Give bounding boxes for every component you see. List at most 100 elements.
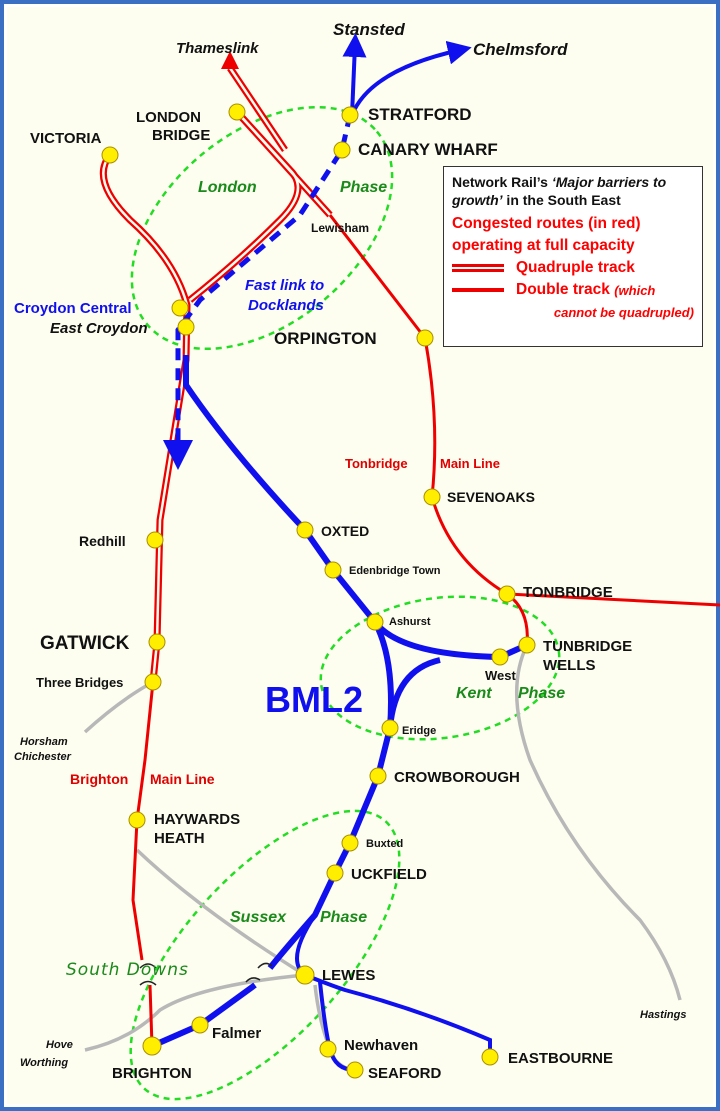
dest-stansted: Stansted <box>333 20 405 39</box>
label-eastbourne: EASTBOURNE <box>508 1050 613 1067</box>
label-crowborough: CROWBOROUGH <box>394 769 520 786</box>
label-croydon-central: Croydon Central <box>14 300 132 317</box>
station-canary-wharf[interactable] <box>333 141 351 159</box>
legend-double-note-row: cannot be quadrupled) <box>452 301 694 323</box>
label-west: West <box>485 668 516 683</box>
label-oxted: OXTED <box>321 523 369 539</box>
label-brighton-main-line-b: Main Line <box>150 771 215 787</box>
label-tonbridge-main-line-a: Tonbridge <box>345 456 408 471</box>
label-falmer: Falmer <box>212 1025 261 1042</box>
label-sevenoaks: SEVENOAKS <box>447 489 535 505</box>
legend-heading-italic: ‘Major barriers to growth’ <box>452 174 667 208</box>
label-orpington: ORPINGTON <box>274 329 377 348</box>
station-three-bridges[interactable] <box>144 673 162 691</box>
legend-quadruple-label: Quadruple track <box>516 259 635 276</box>
station-tunbridge-wells-west[interactable] <box>491 648 509 666</box>
station-falmer[interactable] <box>191 1016 209 1034</box>
label-canary-wharf: CANARY WHARF <box>358 140 498 159</box>
double-track-swatch <box>452 288 504 292</box>
kent-phase-ellipse <box>319 595 561 741</box>
label-ashurst: Ashurst <box>389 616 431 628</box>
dest-hove: Hove <box>46 1039 73 1051</box>
dest-thameslink: Thameslink <box>176 40 259 57</box>
legend-double-label: Double track <box>516 281 610 298</box>
legend-quadruple: Quadruple track <box>452 257 694 279</box>
legend-congested: Congested routes (in red) operating at f… <box>452 215 641 254</box>
station-tonbridge[interactable] <box>498 585 516 603</box>
label-victoria: VICTORIA <box>30 130 102 147</box>
label-brighton: BRIGHTON <box>112 1065 192 1082</box>
label-tonbridge-main-line-b: Main Line <box>440 456 500 471</box>
london-phase-ellipse <box>130 105 394 351</box>
label-south-downs: South Downs <box>66 960 189 980</box>
label-heath: HEATH <box>154 830 205 847</box>
legend: Network Rail’s ‘Major barriers to growth… <box>443 166 703 347</box>
station-oxted[interactable] <box>296 521 314 539</box>
station-london-bridge[interactable] <box>228 103 246 121</box>
station-ashurst[interactable] <box>366 613 384 631</box>
station-sevenoaks[interactable] <box>423 488 441 506</box>
tunnel-marks <box>139 962 273 986</box>
station-newhaven[interactable] <box>319 1040 337 1058</box>
label-sussex-phase-b: Phase <box>320 909 367 926</box>
label-edenbridge-town: Edenbridge Town <box>349 565 441 577</box>
legend-heading-prefix: Network Rail’s <box>452 174 552 190</box>
label-brighton-main-line-a: Brighton <box>70 771 128 787</box>
label-tonbridge: TONBRIDGE <box>523 584 613 601</box>
label-sussex-phase-a: Sussex <box>230 909 287 926</box>
label-bridge: BRIDGE <box>152 127 210 144</box>
station-victoria[interactable] <box>101 146 119 164</box>
station-east-croydon[interactable] <box>177 318 195 336</box>
station-croydon-central[interactable] <box>171 299 189 317</box>
label-three-bridges: Three Bridges <box>36 675 123 690</box>
station-stratford[interactable] <box>341 106 359 124</box>
label-kent-phase-a: Kent <box>456 685 492 702</box>
label-london: LONDON <box>136 109 201 126</box>
station-uckfield[interactable] <box>326 864 344 882</box>
label-seaford: SEAFORD <box>368 1065 442 1082</box>
label-lewes: LEWES <box>322 967 375 984</box>
label-eridge: Eridge <box>402 725 436 737</box>
label-fast-link-1: Fast link to <box>245 277 324 294</box>
label-wells: WELLS <box>543 657 596 674</box>
station-crowborough[interactable] <box>369 767 387 785</box>
station-edenbridge-town[interactable] <box>324 561 342 579</box>
label-uckfield: UCKFIELD <box>351 866 427 883</box>
station-seaford[interactable] <box>346 1061 364 1079</box>
label-london-phase-a: London <box>198 179 257 196</box>
label-newhaven: Newhaven <box>344 1037 418 1054</box>
station-gatwick[interactable] <box>148 633 166 651</box>
station-eastbourne[interactable] <box>481 1048 499 1066</box>
label-fast-link-2: Docklands <box>248 297 324 314</box>
label-bml2: BML2 <box>265 679 363 720</box>
station-lewes[interactable] <box>295 965 315 985</box>
label-lewisham: Lewisham <box>311 221 369 235</box>
legend-double-note2: cannot be quadrupled) <box>553 304 694 320</box>
station-tunbridge-wells[interactable] <box>518 636 536 654</box>
station-buxted[interactable] <box>341 834 359 852</box>
label-haywards: HAYWARDS <box>154 811 240 828</box>
label-london-phase-b: Phase <box>340 179 387 196</box>
label-gatwick: GATWICK <box>40 633 130 654</box>
station-redhill[interactable] <box>146 531 164 549</box>
dest-hastings: Hastings <box>640 1009 686 1021</box>
legend-heading: Network Rail’s ‘Major barriers to growth… <box>452 173 694 209</box>
stations <box>101 103 536 1079</box>
dest-worthing: Worthing <box>20 1057 68 1069</box>
legend-double: Double track (which <box>452 279 694 301</box>
label-kent-phase-b: Phase <box>518 685 565 702</box>
label-buxted: Buxted <box>366 838 403 850</box>
dest-horsham: Horsham <box>20 736 68 748</box>
station-orpington[interactable] <box>416 329 434 347</box>
legend-double-note: (which <box>614 282 656 298</box>
label-stratford: STRATFORD <box>368 105 472 124</box>
legend-heading-suffix: in the South East <box>502 192 621 208</box>
station-haywards-heath[interactable] <box>128 811 146 829</box>
label-tunbridge: TUNBRIDGE <box>543 638 632 655</box>
label-redhill: Redhill <box>79 533 126 549</box>
quadruple-track-swatch <box>452 264 504 272</box>
station-eridge[interactable] <box>381 719 399 737</box>
station-brighton[interactable] <box>142 1036 162 1056</box>
dest-chelmsford: Chelmsford <box>473 40 568 59</box>
